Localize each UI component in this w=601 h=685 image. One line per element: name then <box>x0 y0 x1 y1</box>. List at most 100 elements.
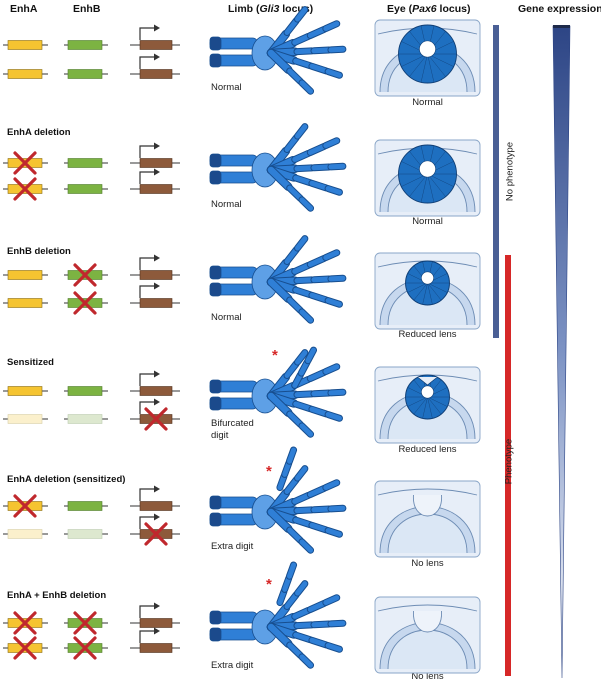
limb-caption-row1: Normal <box>211 199 242 210</box>
asterisk-row5: * <box>266 576 272 593</box>
eye-row2 <box>374 252 481 330</box>
gene-box <box>139 69 173 79</box>
promoter-arrowhead <box>154 627 160 635</box>
eye-caption-row1: Normal <box>412 216 443 227</box>
promoter-arrowhead <box>154 513 160 521</box>
enhancer-line-row1-0 <box>3 142 180 175</box>
enha-box <box>7 414 43 424</box>
enhb-box <box>67 184 103 194</box>
enha-box <box>7 69 43 79</box>
enha-box <box>7 529 43 539</box>
limb-row2 <box>209 235 347 324</box>
enhb-box <box>67 386 103 396</box>
header-limb: Limb (Gli3 locus) <box>228 3 314 15</box>
gene-box <box>139 184 173 194</box>
promoter-arrowhead <box>154 254 160 262</box>
enhancer-line-row2-1 <box>3 282 180 315</box>
limb-row4 <box>209 446 347 554</box>
row-label-enha-deletion-sensitized: EnhA deletion (sensitized) <box>7 474 126 485</box>
promoter-arrow <box>139 257 155 270</box>
enha-box <box>7 386 43 396</box>
enha-deletion-cross <box>13 494 37 518</box>
promoter-arrowhead <box>154 602 160 610</box>
row-label-enhb-deletion: EnhB deletion <box>7 246 71 257</box>
enhancer-line-row3-0 <box>3 370 180 396</box>
row-label-enha-enhb-deletion: EnhA + EnhB deletion <box>7 590 107 601</box>
enhancer-line-row0-1 <box>3 53 180 79</box>
enhancer-line-row5-1 <box>3 627 180 660</box>
eye-row5 <box>374 596 481 674</box>
eye-row1 <box>374 139 481 217</box>
enhb-box <box>67 414 103 424</box>
gene-expression-wedge-top <box>553 25 570 28</box>
promoter-arrowhead <box>154 24 160 32</box>
enhancer-line-row2-0 <box>3 254 180 287</box>
asterisk-row3: * <box>272 347 278 364</box>
empty-lens-pit <box>413 494 442 517</box>
gene-box <box>139 501 173 511</box>
promoter-arrow <box>139 56 155 69</box>
enhancer-line-row3-1 <box>3 398 180 431</box>
enhancer-line-row5-0 <box>3 602 180 635</box>
eye-caption-row5: No lens <box>411 671 444 682</box>
limb-row5 <box>209 561 347 669</box>
limb-caption-row4: Extra digit <box>211 541 254 552</box>
eye-row3 <box>374 366 481 444</box>
phenotype-bar <box>505 255 511 676</box>
eye-illustrations <box>374 19 481 674</box>
promoter-arrowhead <box>154 53 160 61</box>
enhb-box <box>67 69 103 79</box>
enha-box <box>7 40 43 50</box>
eye-row0 <box>374 19 481 97</box>
row-label-enha-deletion: EnhA deletion <box>7 127 71 138</box>
eye-caption-row2: Reduced lens <box>398 329 457 340</box>
promoter-arrow <box>139 488 155 501</box>
empty-lens-pit <box>413 610 442 633</box>
enhancer-line-row4-1 <box>3 513 180 546</box>
header-enhb: EnhB <box>73 3 101 15</box>
promoter-arrowhead <box>154 370 160 378</box>
asterisk-row4: * <box>266 463 272 480</box>
promoter-arrowhead <box>154 485 160 493</box>
limb-row0 <box>209 6 347 95</box>
enha-box <box>7 298 43 308</box>
limb-caption-row2: Normal <box>211 312 242 323</box>
enha-deletion-cross <box>13 177 37 201</box>
gene-expression-wedge <box>552 25 571 679</box>
enhb-deletion-cross <box>73 636 97 660</box>
phenotype-label: Phenotype <box>503 438 515 485</box>
enhb-deletion-cross <box>73 291 97 315</box>
enhancer-line-row1-1 <box>3 168 180 201</box>
promoter-arrow <box>139 285 155 298</box>
promoter-arrow <box>139 171 155 184</box>
gene-deletion-cross <box>144 522 168 546</box>
limb-row3 <box>209 346 347 438</box>
enha-deletion-cross <box>13 611 37 635</box>
eye-caption-row4: No lens <box>411 558 444 569</box>
enhb-deletion-cross <box>73 263 97 287</box>
limb-row1 <box>209 123 347 212</box>
enha-deletion-cross <box>13 636 37 660</box>
eye-caption-row0: Normal <box>412 97 443 108</box>
gene-box <box>139 270 173 280</box>
enhb-deletion-cross <box>73 611 97 635</box>
eye-caption-row3: Reduced lens <box>398 444 457 455</box>
enhb-box <box>67 501 103 511</box>
promoter-arrowhead <box>154 168 160 176</box>
enhb-box <box>67 40 103 50</box>
limb-illustrations <box>209 6 347 669</box>
header-eye: Eye (Pax6 locus) <box>387 3 471 15</box>
promoter-arrowhead <box>154 398 160 406</box>
promoter-arrow <box>139 27 155 40</box>
enhancer-line-row0-0 <box>3 24 180 50</box>
enhb-box <box>67 529 103 539</box>
gene-box <box>139 40 173 50</box>
enha-deletion-cross <box>13 151 37 175</box>
gene-box <box>139 158 173 168</box>
limb-caption-row3-line2: digit <box>211 430 229 441</box>
promoter-arrowhead <box>154 282 160 290</box>
gene-deletion-cross <box>144 407 168 431</box>
no-phenotype-label: No phenotype <box>504 141 516 202</box>
eye-row4 <box>374 480 481 558</box>
